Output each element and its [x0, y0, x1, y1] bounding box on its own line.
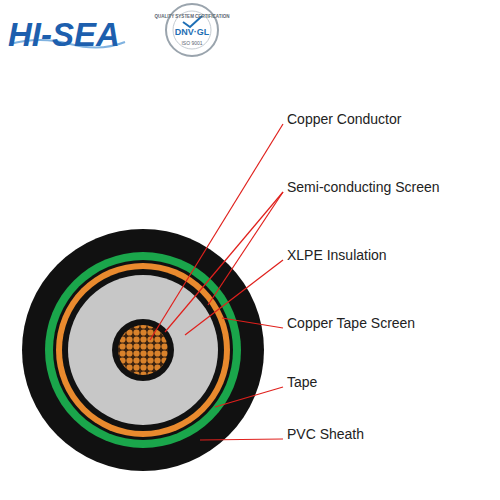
- pvc-sheath: [22, 229, 264, 471]
- outer-semi-screen: [62, 269, 224, 431]
- part-label: Copper Conductor: [287, 112, 401, 126]
- brand-logo: HI-SEA: [8, 18, 120, 51]
- xlpe-insulation: [68, 275, 218, 425]
- part-label: PVC Sheath: [287, 427, 364, 441]
- tape-gap: [53, 260, 233, 440]
- inner-semi-screen: [112, 319, 174, 381]
- part-label: Copper Tape Screen: [287, 316, 415, 330]
- copper-tape-screen: [56, 263, 230, 437]
- part-label: XLPE Insulation: [287, 248, 387, 262]
- badge-caption: QUALITY SYSTEM CERTIFICATION: [154, 15, 229, 20]
- part-label: Tape: [287, 375, 317, 389]
- tape-layer: [45, 252, 241, 448]
- leader-lines: [150, 124, 283, 440]
- copper-conductor: [118, 325, 168, 375]
- badge-standard: ISO 9001: [181, 41, 202, 46]
- part-label: Semi-conducting Screen: [287, 180, 440, 194]
- badge-ring: [166, 4, 218, 56]
- badge-brand: DNV·GL: [175, 28, 210, 37]
